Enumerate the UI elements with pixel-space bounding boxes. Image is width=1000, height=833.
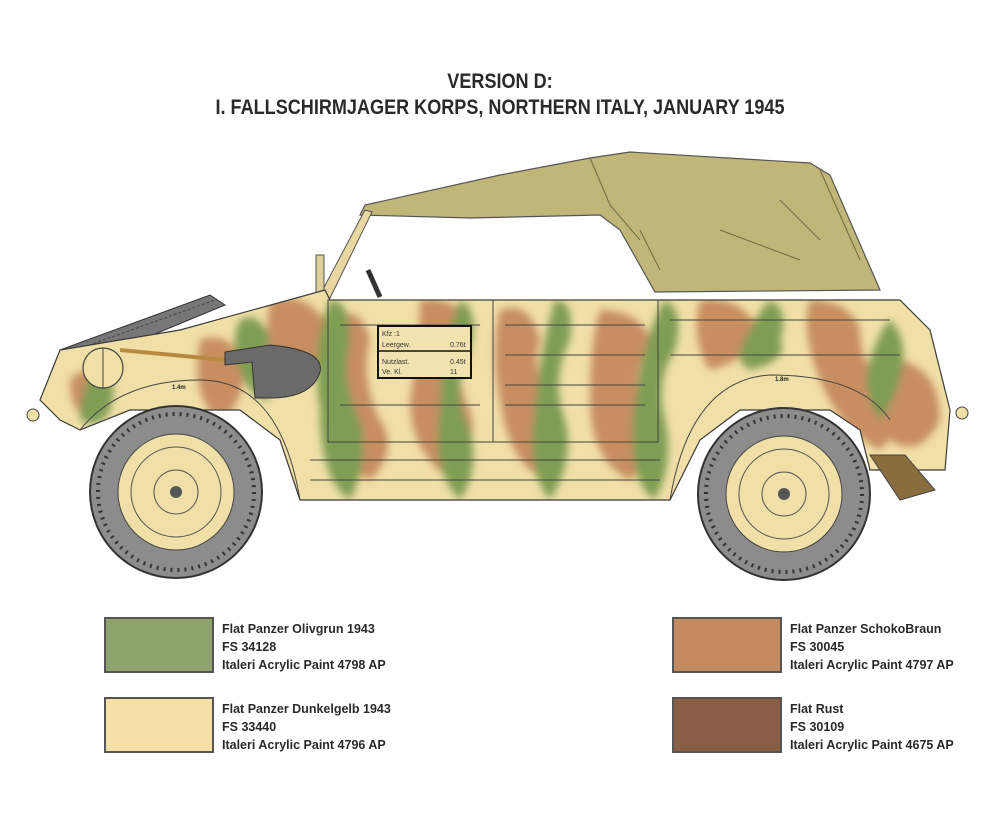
legend-fs: FS 30045 — [790, 640, 845, 654]
headlight — [82, 347, 124, 389]
windshield-frame — [315, 209, 383, 301]
version-title: VERSION D: — [447, 70, 553, 93]
svg-text:Leergew.: Leergew. — [382, 342, 410, 349]
legend-fs: FS 34128 — [222, 640, 277, 654]
shovel — [119, 344, 321, 399]
rear-wheel — [697, 407, 871, 581]
svg-text:0.76t: 0.76t — [450, 342, 466, 349]
front-tire-mark: 1.4m — [172, 385, 186, 391]
legend-paint: Italeri Acrylic Paint 4797 AP — [790, 658, 954, 672]
legend-name: Flat Panzer Dunkelgelb 1943 — [222, 702, 391, 716]
vehicle-illustration: Kfz :1 Leergew. 0.76t Nutzlast. 0.45t Ve… — [26, 151, 969, 581]
swatch-schokobraun — [672, 617, 782, 673]
svg-text:0.45t: 0.45t — [450, 359, 466, 366]
svg-text:Nutzlast.: Nutzlast. — [382, 359, 409, 366]
canvas-top — [359, 151, 881, 293]
legend-paint: Italeri Acrylic Paint 4675 AP — [790, 738, 954, 752]
swatch-dunkelgelb — [104, 697, 214, 753]
unit-subtitle: I. FALLSCHIRMJAGER KORPS, NORTHERN ITALY… — [215, 96, 785, 119]
swatch-olivgrun — [104, 617, 214, 673]
svg-text:Kfz :1: Kfz :1 — [382, 331, 400, 338]
legend-name: Flat Panzer SchokoBraun — [790, 622, 942, 636]
front-wheel — [89, 405, 263, 579]
legend-paint: Italeri Acrylic Paint 4796 AP — [222, 738, 386, 752]
swatch-rust — [672, 697, 782, 753]
rear-tire-mark: 1.8m — [775, 377, 789, 383]
svg-text:Ve. Kl.: Ve. Kl. — [382, 369, 402, 376]
legend-paint: Italeri Acrylic Paint 4798 AP — [222, 658, 386, 672]
legend-name: Flat Rust — [790, 702, 844, 716]
data-plate: Kfz :1 Leergew. 0.76t Nutzlast. 0.45t Ve… — [377, 325, 472, 379]
legend-fs: FS 30109 — [790, 720, 845, 734]
legend-fs: FS 33440 — [222, 720, 277, 734]
svg-text:11: 11 — [450, 369, 457, 376]
legend-name: Flat Panzer Olivgrun 1943 — [222, 622, 375, 636]
